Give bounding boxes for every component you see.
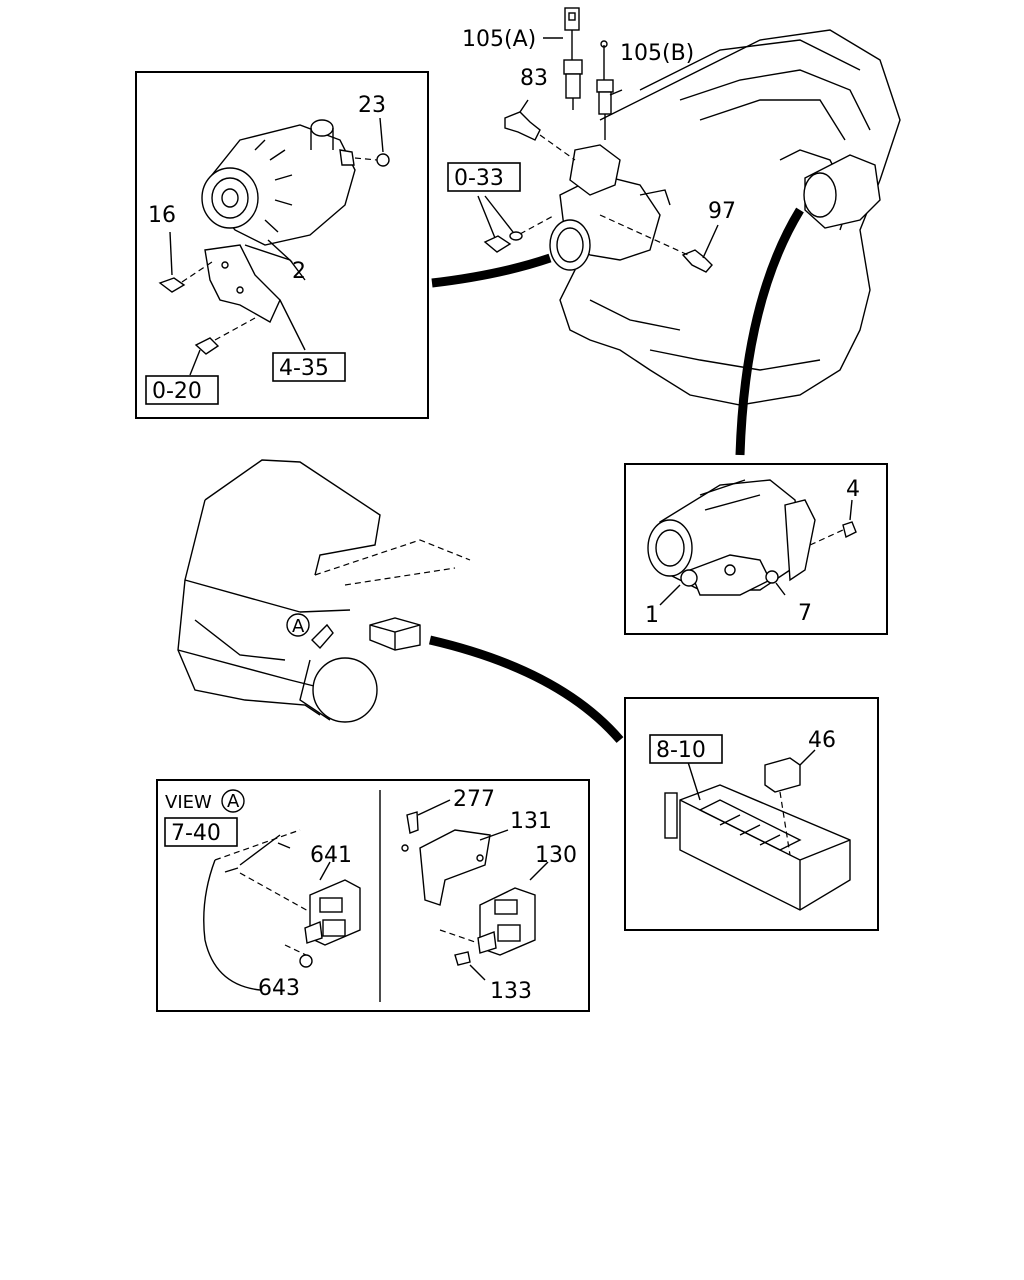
label-view: VIEW xyxy=(165,792,212,813)
starter-motor xyxy=(647,479,857,606)
starter-frame xyxy=(624,463,888,635)
sensor-105b xyxy=(596,40,623,140)
leader-relay xyxy=(428,635,624,743)
view-a-frame xyxy=(156,779,590,1012)
refbox-8-10 xyxy=(649,734,723,764)
label-105b: 105(B) xyxy=(620,41,694,66)
label-view-letter: A xyxy=(227,791,240,812)
label-23: 23 xyxy=(358,93,386,118)
label-0-20: 0-20 xyxy=(152,379,202,404)
label-131: 131 xyxy=(510,809,552,834)
view-a-circle xyxy=(221,789,245,813)
label-8-10: 8-10 xyxy=(656,738,706,763)
module-641 xyxy=(203,829,361,991)
label-130: 130 xyxy=(535,843,577,868)
label-277: 277 xyxy=(453,787,495,812)
refbox-7-40 xyxy=(164,817,238,847)
refbox-0-33 xyxy=(447,162,521,192)
sensor-83 xyxy=(504,99,576,161)
label-2: 2 xyxy=(292,259,306,284)
label-1: 1 xyxy=(645,603,659,628)
leader-alternator xyxy=(431,253,552,288)
label-641: 641 xyxy=(310,843,352,868)
label-133: 133 xyxy=(490,979,532,1004)
label-4: 4 xyxy=(846,477,860,502)
label-643: 643 xyxy=(258,976,300,1001)
sensor-105a xyxy=(543,7,583,110)
label-7-40: 7-40 xyxy=(171,821,221,846)
label-0-33: 0-33 xyxy=(454,166,504,191)
refbox-4-35 xyxy=(272,352,346,382)
label-callout-a: A xyxy=(292,616,305,637)
refbox-0-20 xyxy=(145,375,219,405)
bolt-0-33 xyxy=(477,195,556,253)
fuse-box-frame xyxy=(624,697,879,931)
label-105a: 105(A) xyxy=(462,27,536,52)
engine-block xyxy=(549,29,901,406)
label-97: 97 xyxy=(708,199,736,224)
label-7: 7 xyxy=(798,601,812,626)
label-46: 46 xyxy=(808,728,836,753)
alternator-frame xyxy=(135,71,429,419)
fuse-box xyxy=(664,749,851,911)
sensor-97 xyxy=(599,214,719,273)
truck-cab xyxy=(177,459,471,723)
label-83: 83 xyxy=(520,66,548,91)
leader-starter xyxy=(735,207,804,456)
label-16: 16 xyxy=(148,203,176,228)
alternator xyxy=(158,117,390,376)
label-4-35: 4-35 xyxy=(279,356,329,381)
module-130 xyxy=(401,799,549,981)
